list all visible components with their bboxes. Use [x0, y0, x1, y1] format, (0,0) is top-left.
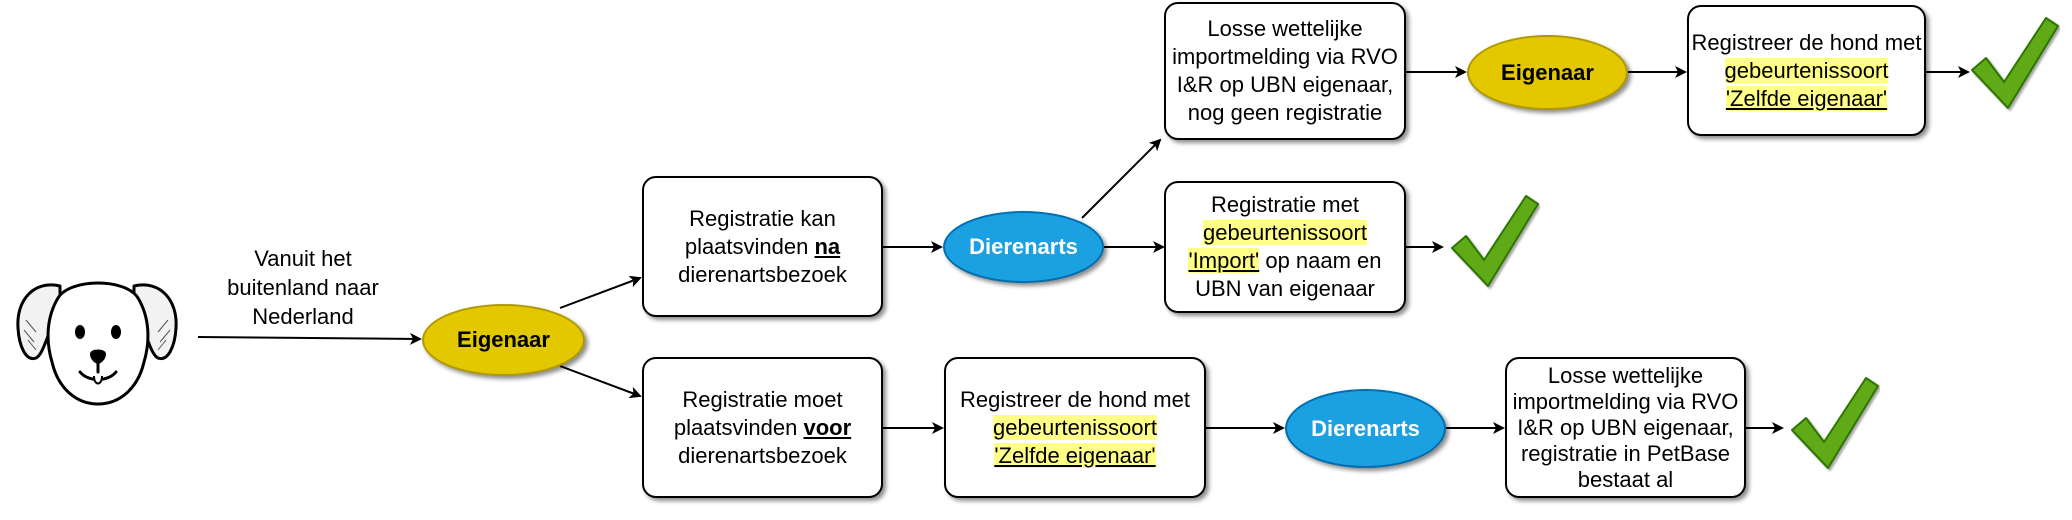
checkmark-icon [1971, 17, 2059, 109]
owner-node-top: Eigenaar [1467, 35, 1628, 110]
checkmark-icon [1791, 377, 1879, 469]
intro-label: Vanuit het buitenland naar Nederland [227, 246, 379, 329]
registration-after-vet-box: Registratie kan plaatsvinden na dierenar… [642, 176, 883, 317]
import-notification-bottom-box: Losse wettelijke importmelding via RVO I… [1505, 357, 1746, 498]
vet-node-bottom: Dierenarts [1285, 389, 1446, 468]
arrow-dog-to-owner [197, 332, 422, 345]
same-owner-top-box: Registreer de hond met gebeurtenissoort … [1687, 5, 1926, 136]
owner-node: Eigenaar [422, 304, 585, 376]
import-notification-top-box: Losse wettelijke importmelding via RVO I… [1164, 2, 1406, 140]
same-owner-bottom-box: Registreer de hond met gebeurtenissoort … [944, 357, 1206, 498]
vet-node-top: Dierenarts [943, 211, 1104, 283]
arrow-owner-to-na [559, 275, 642, 309]
checkmark-icon [1451, 195, 1539, 287]
arrow-owner-to-voor [559, 365, 642, 399]
arrow-vet-to-losse-top [1081, 138, 1162, 219]
dog-face-icon [16, 281, 178, 406]
registration-before-vet-box: Registratie moet plaatsvinden voor diere… [642, 357, 883, 498]
import-registration-box: Registratie met gebeurtenissoort 'Import… [1164, 181, 1406, 313]
